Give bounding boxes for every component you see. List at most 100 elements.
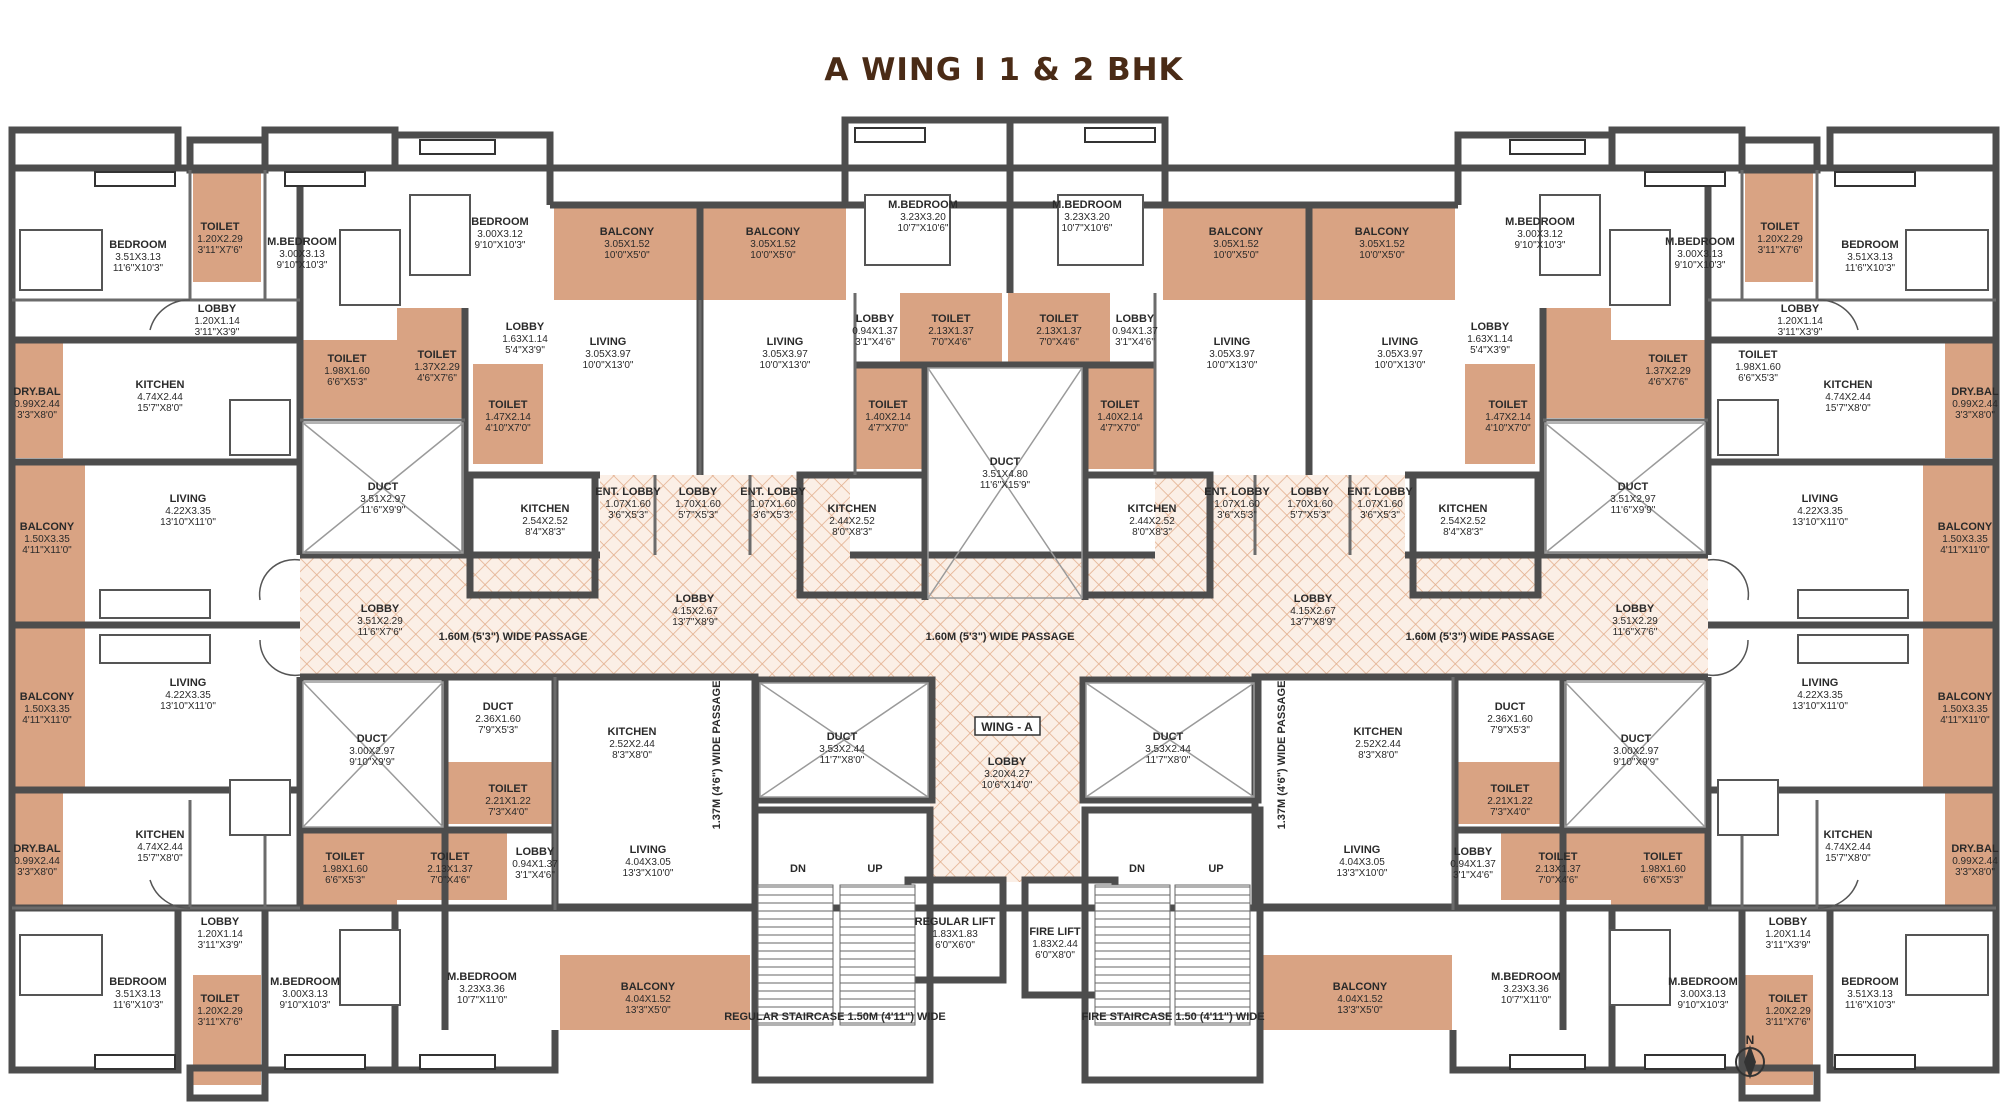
room-dimension-m: 0.99X2.44 (1952, 399, 1998, 410)
room-dimension-ft: 3'3"X8'0" (1955, 867, 1995, 878)
room-dimension-m: 4.04X3.05 (1339, 857, 1385, 868)
room-dimension-m: 3.51X4.80 (982, 469, 1028, 480)
room-dimension-m: 4.74X2.44 (137, 392, 183, 403)
room-dimension-m: 3.00X3.13 (1680, 989, 1726, 1000)
room-name: M.BEDROOM (1665, 236, 1735, 248)
room-name: LIVING (170, 493, 207, 505)
room-dimension-m: 1.20X2.29 (197, 1006, 243, 1017)
room-dimension-m: 1.20X2.29 (1757, 234, 1803, 245)
room-dimension-ft: 4'11"X11'0" (22, 545, 72, 556)
room-dimension-ft: 7'3"X4'0" (488, 807, 528, 818)
room-name: BALCONY (600, 226, 655, 238)
room-dimension-m: 1.47X2.14 (1485, 412, 1531, 423)
room-name: KITCHEN (521, 503, 570, 515)
room-dimension-ft: 13'3"X10'0" (623, 868, 674, 879)
room-dimension-ft: 5'7"X5'3" (1290, 510, 1330, 521)
room-name: TOILET (1489, 399, 1528, 411)
room-dimension-ft: 7'0"X4'6" (1039, 337, 1079, 348)
room-dimension-m: 4.04X1.52 (1337, 994, 1383, 1005)
room-name: BALCONY (746, 226, 801, 238)
staircases (757, 884, 1251, 1026)
room-dimension-m: 3.23X3.36 (1503, 984, 1549, 995)
room-dimension-m: 1.20X1.14 (1765, 929, 1811, 940)
room-name: LOBBY (1116, 313, 1155, 325)
room-dimension-ft: 11'7"X8'0" (1146, 755, 1191, 766)
room-dimension-ft: 7'0"X4'6" (931, 337, 971, 348)
room-dimension-m: 2.21X1.22 (1487, 796, 1533, 807)
room-dimension-ft: 4'11"X11'0" (22, 715, 72, 726)
room-dimension-m: 4.22X3.35 (165, 690, 211, 701)
room-name: BALCONY (20, 691, 75, 703)
room-dimension-m: 2.13X1.37 (928, 326, 974, 337)
room-dimension-ft: 4'11"X11'0" (1940, 715, 1990, 726)
room-dimension-m: 2.21X1.22 (485, 796, 531, 807)
room-dimension-m: 2.54X2.52 (522, 516, 568, 527)
room-name: BALCONY (621, 981, 676, 993)
room-dimension-m: 1.20X2.29 (1765, 1006, 1811, 1017)
room-dimension-m: 1.50X3.35 (1942, 704, 1988, 715)
plan-text-label: DN (1129, 863, 1145, 875)
room-dimension-ft: 11'6"X10'3" (113, 1000, 164, 1011)
room-name: LIVING (630, 844, 667, 856)
room-dimension-m: 0.94X1.37 (852, 326, 898, 337)
room-name: ENT. LOBBY (1204, 486, 1270, 498)
room-name: ENT. LOBBY (1347, 486, 1413, 498)
corridor (300, 475, 1708, 882)
room-dimension-m: 3.51X2.97 (1610, 494, 1656, 505)
room-dimension-m: 3.05X1.52 (1359, 239, 1405, 250)
room-dimension-ft: 9'10"X10'3" (280, 1000, 331, 1011)
room-name: M.BEDROOM (1668, 976, 1738, 988)
room-name: DUCT (990, 456, 1021, 468)
room-dimension-m: 1.98X1.60 (322, 864, 368, 875)
room-dimension-m: 2.44X2.52 (1129, 516, 1175, 527)
room-name: KITCHEN (1354, 726, 1403, 738)
room-dimension-m: 3.05X1.52 (750, 239, 796, 250)
room-dimension-m: 2.13X1.37 (1535, 864, 1581, 875)
room-dimension-ft: 3'11"X3'9" (195, 327, 240, 338)
room-dimension-m: 3.51X2.29 (1612, 616, 1658, 627)
wing-badge-label: WING - A (981, 720, 1033, 734)
room-dimension-m: 3.23X3.20 (1064, 212, 1110, 223)
room-dimension-m: 3.51X3.13 (115, 252, 161, 263)
room-dimension-ft: 10'7"X11'0" (457, 995, 508, 1006)
room-dimension-ft: 3'11"X7'6" (1758, 245, 1803, 256)
room-dimension-ft: 11'7"X8'0" (820, 755, 865, 766)
room-name: LIVING (1214, 336, 1251, 348)
room-name: TOILET (869, 399, 908, 411)
room-dimension-m: 1.98X1.60 (1735, 362, 1781, 373)
room-dimension-ft: 13'7"X8'9" (672, 617, 718, 628)
room-name: DRY.BAL (1951, 386, 1999, 398)
room-dimension-m: 1.98X1.60 (324, 366, 370, 377)
room-dimension-ft: 3'11"X3'9" (1766, 940, 1811, 951)
room-dimension-ft: 8'0"X8'3" (1132, 527, 1172, 538)
room-dimension-m: 1.20X1.14 (194, 316, 240, 327)
room-name: LOBBY (856, 313, 895, 325)
room-name: M.BEDROOM (447, 971, 517, 983)
room-dimension-ft: 15'7"X8'0" (1825, 853, 1871, 864)
